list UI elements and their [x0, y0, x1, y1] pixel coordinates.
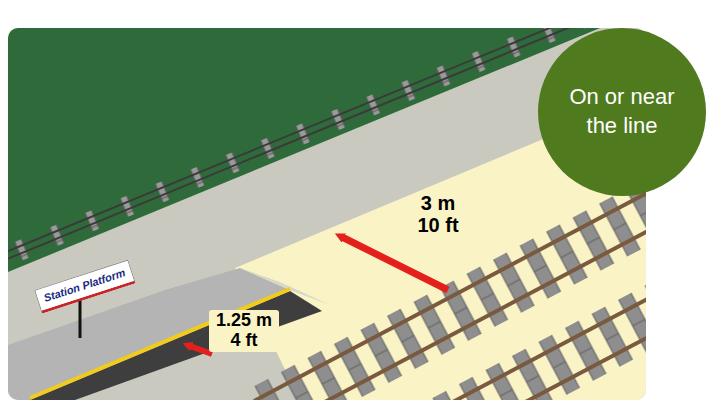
platform-yellow-line: [30, 289, 290, 398]
dimension-label: 3 m 10 ft: [409, 192, 467, 236]
fence: [8, 28, 601, 266]
scene: [8, 28, 646, 400]
sign-post: [79, 300, 82, 338]
track-far: [426, 261, 646, 400]
dimension-label: 1.25 m 4 ft: [209, 310, 279, 352]
circle-title: On or near the line: [558, 83, 686, 140]
topic-circle: On or near the line: [538, 28, 706, 196]
distance-arrow: [342, 237, 448, 290]
